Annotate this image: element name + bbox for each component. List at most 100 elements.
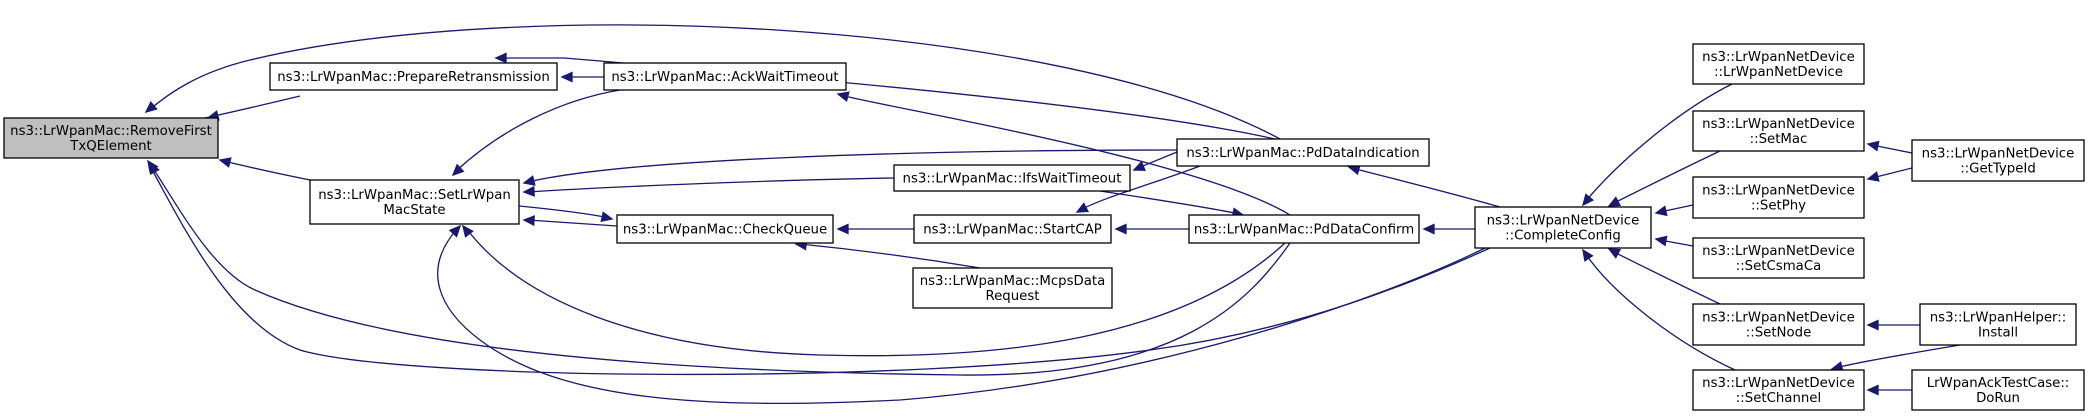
node-set-channel[interactable]: ns3::LrWpanNetDevice::SetChannel [1692, 369, 1865, 411]
edge-line [799, 243, 981, 269]
node-label-line: Install [1978, 326, 2018, 341]
node-label-line: LrWpanAckTestCase:: [1927, 376, 2070, 391]
node-set-phy[interactable]: ns3::LrWpanNetDevice::SetPhy [1692, 176, 1865, 219]
edge-arrowhead [836, 91, 850, 102]
node-label-line: ns3::LrWpanMac::StartCAP [923, 223, 1102, 238]
node-label-line: ns3::LrWpanNetDevice [1702, 244, 1855, 259]
edge-arrowhead [600, 211, 614, 223]
edge-line [527, 219, 618, 227]
node-label-line: ns3::LrWpanMac::SetLrWpan [318, 188, 511, 203]
node-ifs-wait[interactable]: ns3::LrWpanMac::IfsWaitTimeout [893, 164, 1131, 192]
edge-line [1351, 167, 1501, 208]
edge-ctor-to-complete_config [1581, 83, 1733, 207]
node-set-mac[interactable]: ns3::LrWpanNetDevice::SetMac [1692, 110, 1865, 152]
node-box [3, 117, 219, 159]
edge-arrowhead [1581, 193, 1595, 207]
node-prepare-retx[interactable]: ns3::LrWpanMac::PrepareRetransmission [269, 62, 558, 91]
edge-arrowhead [1075, 202, 1089, 213]
edge-line [1584, 83, 1733, 203]
edge-arrowhead [448, 224, 462, 238]
edge-set_node-to-complete_config [1607, 248, 1721, 305]
node-ack-test-dorun[interactable]: LrWpanAckTestCase::DoRun [1911, 369, 2085, 411]
edge-pd_indication-to-start_cap [1075, 165, 1201, 213]
edge-line [527, 149, 1178, 183]
edge-arrowhead [218, 157, 232, 168]
node-label-line: ns3::LrWpanHelper:: [1930, 311, 2067, 326]
edge-arrowhead [1866, 171, 1880, 182]
edge-arrowhead [1422, 223, 1435, 235]
node-box [603, 62, 847, 91]
edge-ack_wait-to-set_state [451, 89, 621, 177]
edge-get_type_id-to-set_phy [1866, 167, 1913, 182]
node-box [1692, 237, 1865, 279]
edge-pd_confirm-to-start_cap [1114, 223, 1189, 235]
edge-set_state-to-check_queue [518, 205, 614, 223]
node-helper-install[interactable]: ns3::LrWpanHelper::Install [1919, 303, 2077, 346]
node-start-cap[interactable]: ns3::LrWpanMac::StartCAP [913, 214, 1112, 244]
edge-line [1079, 165, 1201, 211]
node-box [1911, 369, 2085, 411]
node-label-line: ns3::LrWpanMac::RemoveFirst [10, 124, 212, 139]
node-box [309, 179, 520, 225]
edge-line [1611, 250, 1721, 305]
node-box [1474, 206, 1652, 249]
node-label-line: Request [985, 289, 1039, 304]
node-label-line: ns3::LrWpanMac::McpsData [920, 274, 1106, 289]
edge-pd_indication-to-ifs_wait [1132, 151, 1178, 171]
node-label-line: ns3::LrWpanNetDevice [1702, 50, 1855, 65]
node-label-line: ns3::LrWpanMac::AckWaitTimeout [611, 70, 838, 85]
node-label-line: ns3::LrWpanMac::CheckQueue [623, 223, 827, 238]
node-ctor[interactable]: ns3::LrWpanNetDevice::LrWpanNetDevice [1692, 43, 1865, 85]
node-box [893, 164, 1131, 192]
edge-set_mac-to-complete_config [1607, 150, 1721, 207]
edge-pd_confirm-to-set_state [462, 224, 1286, 357]
edge-helper_install-to-set_node [1866, 319, 1920, 331]
node-label-line: ns3::LrWpanNetDevice [1702, 117, 1855, 132]
node-label-line: ::SetChannel [1736, 391, 1821, 406]
node-label-line: ns3::LrWpanMac::IfsWaitTimeout [903, 172, 1122, 187]
edge-line [437, 227, 1486, 404]
node-pd-confirm[interactable]: ns3::LrWpanMac::PdDataConfirm [1188, 214, 1420, 244]
edge-ack_wait-to-prepare_retx [560, 71, 604, 83]
node-box [1692, 110, 1865, 152]
node-box [269, 62, 558, 91]
edge-line [1584, 252, 1736, 371]
edge-arrowhead [1866, 319, 1879, 331]
edge-pd_indication-to-remove_first [144, 24, 1281, 140]
node-set-csma[interactable]: ns3::LrWpanNetDevice::SetCsmaCa [1692, 237, 1865, 279]
edge-arrowhead [1866, 384, 1879, 396]
edge-helper_install-to-set_channel [1830, 344, 1961, 372]
edge-arrowhead [1132, 160, 1146, 171]
node-box [616, 214, 834, 244]
node-label-line: ns3::LrWpanNetDevice [1702, 184, 1855, 199]
node-label-line: ::CompleteConfig [1505, 229, 1621, 244]
edge-arrowhead [144, 100, 158, 114]
edge-ifs_wait-to-set_state [522, 177, 895, 197]
node-ack-wait[interactable]: ns3::LrWpanMac::AckWaitTimeout [603, 62, 847, 91]
node-label-line: ns3::LrWpanNetDevice [1702, 311, 1855, 326]
node-label-line: MacState [383, 203, 445, 218]
node-set-node[interactable]: ns3::LrWpanNetDevice::SetNode [1692, 303, 1865, 346]
edge-set_channel-to-complete_config [1582, 248, 1736, 371]
node-pd-indication[interactable]: ns3::LrWpanMac::PdDataIndication [1176, 138, 1430, 167]
node-label-line: TxQElement [69, 139, 152, 154]
edge-get_type_id-to-set_mac [1866, 140, 1913, 154]
edge-complete_config-to-pd_confirm [1422, 223, 1475, 235]
node-box [912, 267, 1113, 309]
edge-line [465, 227, 1286, 357]
edge-set_state-to-remove_first [218, 157, 311, 181]
edge-arrowhead [462, 224, 474, 238]
node-label-line: ::SetNode [1746, 326, 1812, 341]
edge-arrowhead [560, 71, 573, 83]
node-check-queue[interactable]: ns3::LrWpanMac::CheckQueue [616, 214, 834, 244]
edge-pd_indication-to-set_state [522, 149, 1178, 186]
node-label-line: ns3::LrWpanNetDevice [1702, 376, 1855, 391]
node-box [913, 214, 1112, 244]
node-get-type-id[interactable]: ns3::LrWpanNetDevice::GetTypeId [1911, 139, 2085, 182]
edge-arrowhead [1607, 196, 1621, 207]
node-complete-config[interactable]: ns3::LrWpanNetDevice::CompleteConfig [1474, 206, 1652, 249]
